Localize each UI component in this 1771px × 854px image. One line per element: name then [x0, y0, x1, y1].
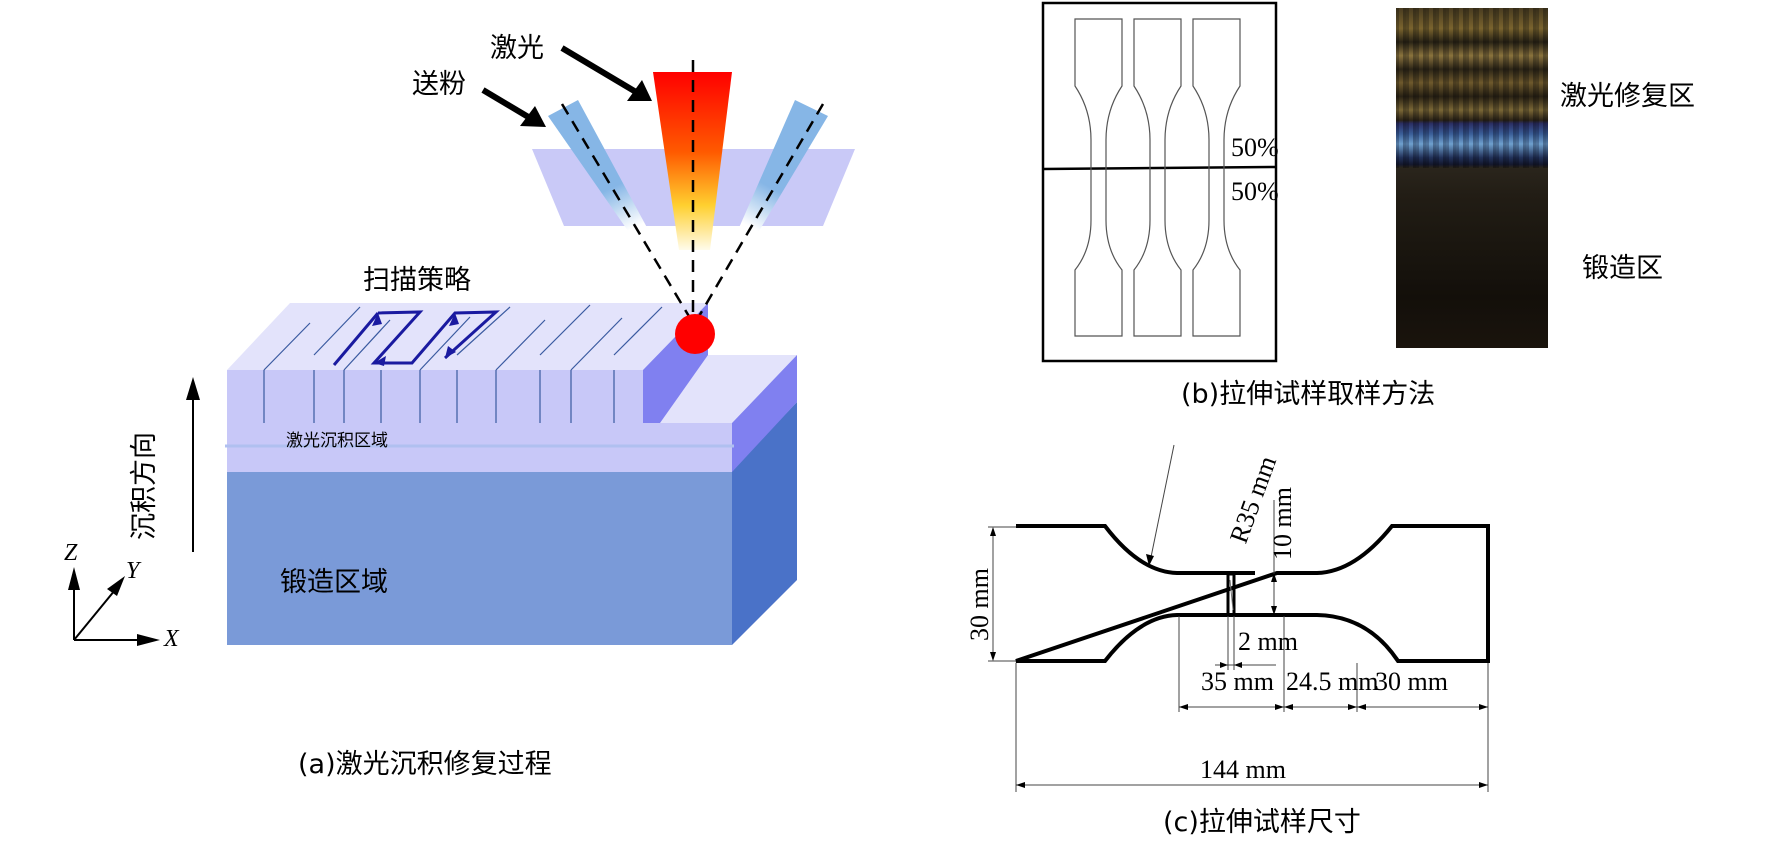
laser-deposition-zone-label: 激光沉积区域	[286, 431, 388, 451]
powder-feed-label: 送粉	[412, 69, 466, 100]
axis-z-label: Z	[64, 540, 78, 566]
laser-deposition-diagram	[68, 45, 855, 646]
forged-block-side	[732, 402, 797, 645]
specimen-outline	[1015, 524, 1490, 663]
deposition-direction-label: 沉积方向	[129, 432, 160, 540]
upper-percent: 50%	[1231, 133, 1279, 162]
panel-b-caption: (b)拉伸试样取样方法	[1181, 379, 1436, 410]
axis-y-label: Y	[126, 558, 140, 584]
specimen-photo-texture	[1396, 8, 1548, 168]
melt-pool	[675, 314, 715, 354]
panel-c-caption: (c)拉伸试样尺寸	[1163, 807, 1361, 838]
deposition-direction-arrow	[186, 377, 200, 552]
forged-block-front	[227, 470, 732, 645]
scan-arrow-3	[449, 313, 459, 326]
specimen-outlines	[1074, 18, 1241, 337]
specimen-1	[1074, 18, 1123, 337]
total-length-dimension: 144 mm	[1200, 755, 1286, 784]
deposit-layer-side	[732, 355, 797, 472]
transition-length-dimension: 24.5 mm	[1286, 667, 1379, 696]
sample-block-outline	[1041, 1, 1278, 363]
gauge-width-dimension: 10 mm	[1268, 487, 1297, 560]
weld-width-dimension: 2 mm	[1238, 627, 1298, 656]
track-lines	[263, 304, 663, 423]
panel-a-caption: (a)激光沉积修复过程	[298, 749, 552, 780]
midline	[1042, 165, 1277, 171]
coordinate-axes	[68, 567, 160, 646]
lower-percent: 50%	[1231, 177, 1279, 206]
axis-x-label: X	[164, 626, 179, 652]
scan-arrow-2	[374, 356, 386, 366]
scan-arrow-4	[445, 346, 456, 358]
half-gauge-length-dimension: 35 mm	[1201, 667, 1274, 696]
forged-zone-label: 锻造区域	[280, 567, 388, 598]
repair-zone-label: 激光修复区	[1560, 81, 1695, 112]
laser-label: 激光	[490, 33, 544, 64]
laser-pointer-arrow	[560, 45, 652, 101]
grip-length-dimension: 30 mm	[1375, 667, 1448, 696]
specimen-photo	[1396, 8, 1548, 348]
specimen-3	[1192, 18, 1241, 337]
weld-strip	[1226, 572, 1236, 617]
powder-nozzle-right	[731, 100, 828, 251]
specimen-dimension-drawing	[988, 444, 1490, 792]
focus-lines	[560, 60, 825, 319]
photo-forged-zone-label: 锻造区	[1582, 253, 1663, 284]
specimen-2	[1133, 18, 1182, 337]
scan-path	[332, 310, 501, 366]
grip-width-dimension: 30 mm	[965, 568, 994, 641]
powder-nozzle-left	[548, 100, 657, 251]
powder-pointer-arrow	[481, 87, 546, 127]
track-block-front	[227, 370, 643, 423]
scan-strategy-label: 扫描策略	[363, 265, 471, 296]
sampling-diagram	[1041, 1, 1278, 363]
dimension-lines	[988, 444, 1489, 792]
scan-arrow-1	[372, 313, 382, 326]
